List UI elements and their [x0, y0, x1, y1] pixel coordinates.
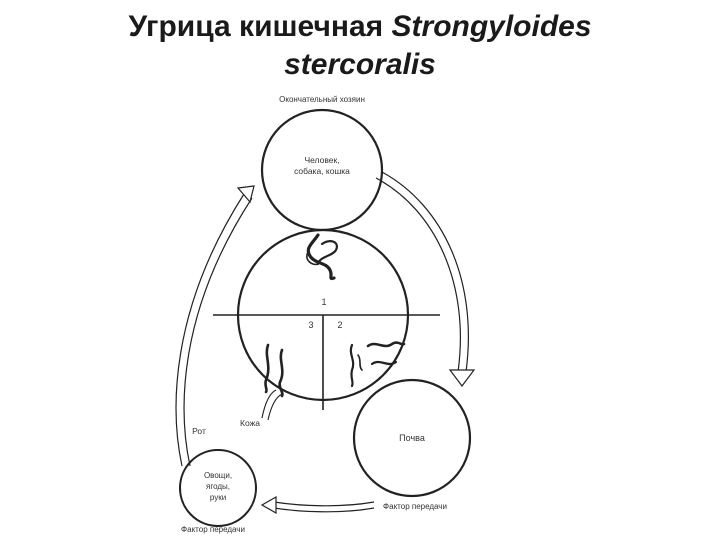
title-species: stercoralis: [284, 48, 436, 81]
vegetables-label-line-2: ягоды,: [206, 482, 230, 491]
skin-label: Кожа: [240, 418, 260, 428]
transfer-factor-bottom-label: Фактор передачи: [181, 525, 245, 534]
vegetables-label-line-1: Овощи,: [204, 471, 232, 480]
slide-title: Угрица кишечная Strongyloides stercorali…: [0, 8, 720, 84]
soil-circle: [352, 378, 472, 498]
final-host-label: Окончательный хозяин: [279, 95, 365, 104]
vegetables-label-line-3: руки: [210, 493, 226, 502]
worm-larvae-quadrant-2: [349, 341, 406, 388]
vegetables-circle: [179, 449, 257, 527]
title-line-2: stercoralis: [0, 46, 720, 84]
quadrant-1-label: 1: [321, 297, 326, 307]
title-line-1: Угрица кишечная Strongyloides: [0, 8, 720, 46]
arrow-skin-to-development: [261, 389, 283, 421]
quadrant-3-label: 3: [308, 320, 313, 330]
quadrant-2-label: 2: [337, 320, 342, 330]
title-common-name: Угрица кишечная: [128, 10, 392, 43]
title-genus: Strongyloides: [391, 10, 592, 43]
worm-adult-sketch: [306, 233, 338, 281]
host-label-line-2: собака, кошка: [294, 166, 350, 176]
transfer-factor-right-label: Фактор передачи: [383, 502, 447, 511]
host-label-line-1: Человек,: [304, 155, 339, 165]
mouth-label: Рот: [192, 426, 206, 436]
arrow-vegetables-to-host: [175, 185, 255, 467]
arrow-soil-to-vegetables: [260, 495, 375, 515]
soil-label: Почва: [399, 433, 425, 443]
arrow-host-to-soil: [375, 171, 476, 387]
worm-larvae-quadrant-3: [264, 343, 284, 398]
